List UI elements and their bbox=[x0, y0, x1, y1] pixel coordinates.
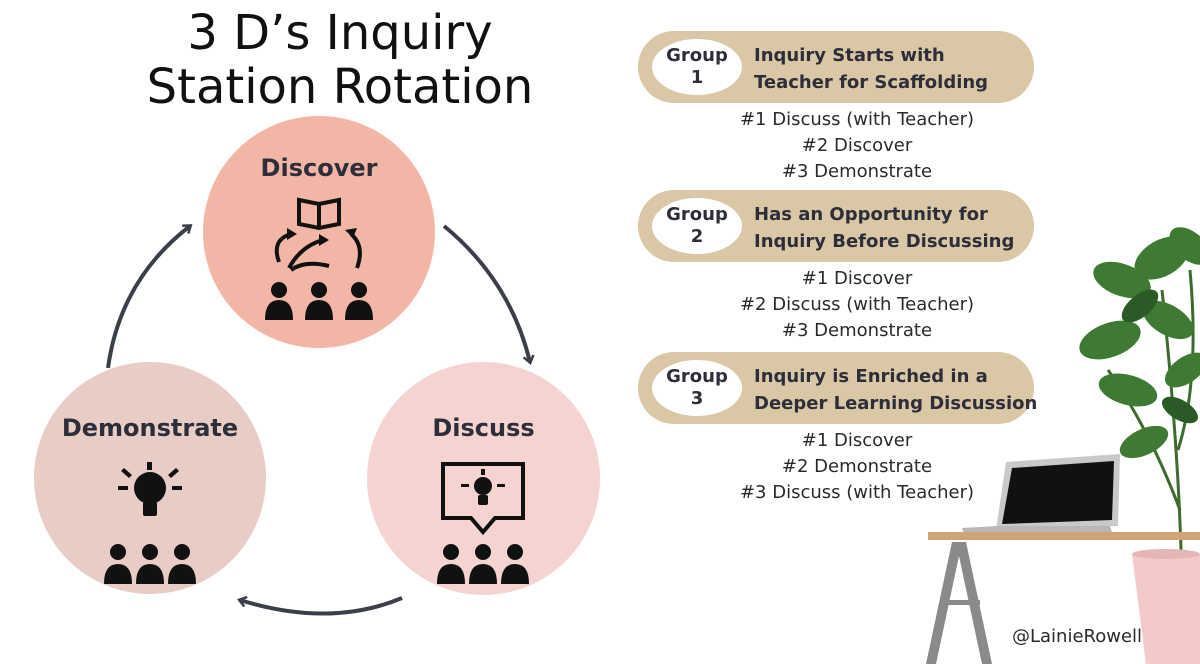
book-arrows-group-icon bbox=[265, 197, 373, 320]
group-1-step-2: #2 Discover bbox=[801, 135, 913, 156]
group-2-step-2: #2 Discuss (with Teacher) bbox=[739, 294, 975, 315]
group-1-description: Inquiry Starts with Teacher for Scaffold… bbox=[754, 42, 988, 96]
title-line-1: 3 D’s Inquiry bbox=[187, 5, 493, 61]
group-1-badge-title: Group bbox=[666, 45, 728, 66]
arrow-demonstrate-to-discover bbox=[106, 226, 190, 369]
group-3-step-1: #1 Discover bbox=[801, 430, 913, 451]
discover-label: Discover bbox=[260, 154, 378, 182]
desk-icon bbox=[926, 532, 1200, 664]
group-2-step-1: #1 Discover bbox=[801, 268, 913, 289]
discuss-label: Discuss bbox=[432, 414, 535, 442]
group-3-badge-title: Group bbox=[666, 366, 728, 387]
group-2-steps: #1 Discover #2 Discuss (with Teacher) #3… bbox=[700, 266, 1014, 344]
demonstrate-circle: Demonstrate bbox=[34, 362, 266, 594]
group-1-box: Group 1 Inquiry Starts with Teacher for … bbox=[638, 31, 1034, 103]
group-2-step-3: #3 Demonstrate bbox=[781, 320, 933, 341]
group-3-box: Group 3 Inquiry is Enriched in a Deeper … bbox=[638, 352, 1037, 424]
group-1-desc-line-2: Teacher for Scaffolding bbox=[754, 72, 989, 93]
group-1-steps: #1 Discuss (with Teacher) #2 Discover #3… bbox=[700, 107, 1014, 185]
group-3-badge: Group 3 bbox=[652, 360, 742, 416]
group-2-badge-number: 2 bbox=[690, 226, 704, 247]
group-1-badge-number: 1 bbox=[690, 67, 704, 88]
desk-decoration bbox=[926, 227, 1200, 664]
group-1-step-3: #3 Demonstrate bbox=[781, 161, 933, 182]
group-2-desc-line-1: Has an Opportunity for bbox=[754, 204, 988, 225]
arrow-discuss-to-demonstrate bbox=[240, 598, 403, 616]
group-3-step-2: #2 Demonstrate bbox=[781, 456, 933, 477]
group-2-description: Has an Opportunity for Inquiry Before Di… bbox=[754, 201, 1014, 255]
cycle-arrows bbox=[106, 0, 640, 616]
laptop-icon bbox=[962, 454, 1120, 534]
group-1-step-1: #1 Discuss (with Teacher) bbox=[739, 109, 975, 130]
lightbulb-speech-group-icon bbox=[437, 462, 529, 584]
group-1-desc-line-1: Inquiry Starts with bbox=[754, 45, 945, 66]
credit-handle: @LainieRowell bbox=[1012, 626, 1143, 647]
group-1-badge: Group 1 bbox=[652, 39, 742, 95]
page-title: 3 D’s Inquiry Station Rotation bbox=[60, 6, 620, 114]
plant-leaves-icon bbox=[1079, 227, 1200, 459]
group-3-badge-number: 3 bbox=[690, 388, 704, 409]
group-3-step-3: #3 Discuss (with Teacher) bbox=[739, 482, 975, 503]
group-3-desc-line-1: Inquiry is Enriched in a bbox=[754, 366, 988, 387]
title-line-2: Station Rotation bbox=[146, 59, 534, 115]
group-2-desc-line-2: Inquiry Before Discussing bbox=[754, 231, 1015, 252]
group-3-steps: #1 Discover #2 Demonstrate #3 Discuss (w… bbox=[700, 428, 1014, 506]
group-2-badge-title: Group bbox=[666, 204, 728, 225]
discuss-circle: Discuss bbox=[367, 362, 600, 595]
discover-circle: Discover bbox=[203, 116, 435, 348]
group-3-desc-line-2: Deeper Learning Discussion bbox=[754, 393, 1038, 414]
group-2-box: Group 2 Has an Opportunity for Inquiry B… bbox=[638, 190, 1034, 262]
group-2-badge: Group 2 bbox=[652, 198, 742, 254]
demonstrate-label: Demonstrate bbox=[61, 414, 239, 442]
pot-icon bbox=[1132, 554, 1200, 664]
group-3-description: Inquiry is Enriched in a Deeper Learning… bbox=[754, 363, 1037, 417]
lightbulb-group-icon bbox=[104, 462, 196, 584]
arrow-discover-to-discuss bbox=[442, 224, 530, 362]
